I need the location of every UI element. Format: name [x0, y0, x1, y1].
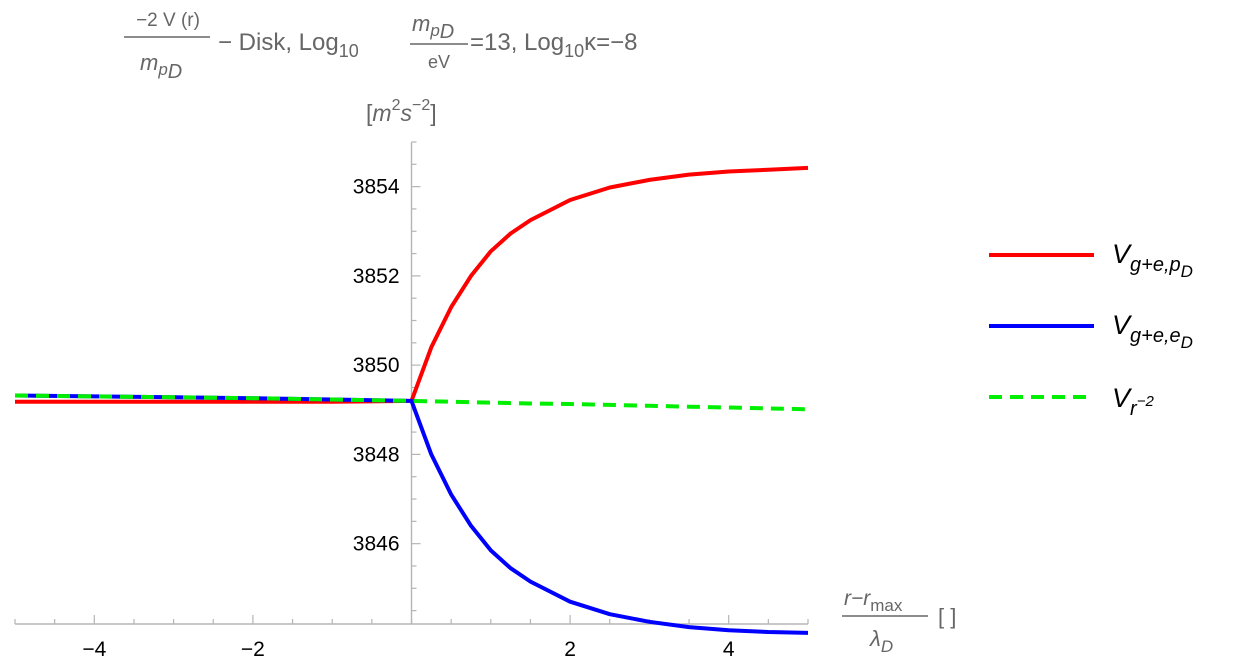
title-rest: =13, Log10κ=−8	[470, 29, 638, 61]
legend-item-green: Vr−2	[989, 383, 1154, 420]
xlabel-den-sub: D	[881, 637, 893, 656]
title-mass-D: D	[440, 21, 454, 43]
ylabel-s-exp: −2	[412, 97, 430, 114]
legend-red-main: V	[1112, 239, 1133, 269]
y-axis-label: [m2s−2]	[366, 97, 437, 126]
legend-label-green: Vr−2	[1112, 383, 1154, 420]
xlabel-den-main: λ	[869, 626, 881, 651]
legend-blue-subsub: D	[1181, 333, 1193, 352]
xlabel-num-main: r−r	[844, 587, 871, 610]
ylabel-m: m	[372, 100, 391, 126]
ylabel-close: ]	[430, 100, 436, 126]
y-tick-label: 3852	[353, 265, 400, 288]
title-mass-m: m	[412, 11, 430, 36]
y-tick-label: 3848	[353, 443, 400, 466]
title-kappa: κ=−8	[584, 29, 637, 56]
xlabel-denominator: λD	[869, 626, 893, 656]
x-axis-label: r−rmax λD [ ]	[842, 587, 956, 656]
y-tick-label: 3846	[353, 533, 400, 556]
series-line-green-dashed	[14, 393, 809, 412]
plot-series	[14, 165, 809, 635]
ylabel-open: [	[366, 100, 373, 126]
legend-blue-sub: g+e,e	[1130, 325, 1181, 347]
ylabel-s: s	[400, 100, 412, 126]
legend-label-red: Vg+e,pD	[1112, 239, 1193, 281]
axis-tick-labels: −4 −2 2 4 3846 3848 3850 3852 3854	[82, 176, 735, 661]
legend-green-sub-exp: −2	[1137, 393, 1155, 410]
y-tick-label: 3850	[353, 354, 400, 377]
title-mid-text: − Disk, Log	[218, 29, 339, 56]
legend-label-blue: Vg+e,eD	[1112, 310, 1193, 352]
title-after-mass: =13, Log	[470, 29, 564, 56]
x-tick-label: 2	[564, 638, 576, 661]
title-mass-numerator: mpD	[412, 11, 454, 43]
x-tick-label: 4	[723, 638, 735, 661]
legend-green-sub: r	[1130, 398, 1138, 420]
title-mass-p: p	[429, 21, 439, 40]
legend-red-subsub: D	[1181, 262, 1193, 281]
title-log-sub-1: 10	[339, 41, 359, 61]
y-tick-label: 3854	[353, 176, 400, 199]
title-denominator-m: m	[140, 50, 158, 75]
legend-red-sub: g+e,p	[1130, 254, 1181, 276]
title-fraction-denominator: mpD	[140, 50, 182, 83]
title-denominator-D: D	[168, 61, 182, 83]
ylabel-m-exp: 2	[392, 97, 401, 114]
legend: Vg+e,pD Vg+e,eD Vr−2	[989, 239, 1193, 420]
title-fraction-numerator: −2 V (r)	[136, 10, 200, 31]
title-main-text: − Disk, Log10	[218, 29, 359, 61]
legend-green-main: V	[1112, 383, 1133, 413]
xlabel-suffix: [ ]	[938, 604, 956, 629]
x-tick-label: −2	[241, 638, 265, 661]
title-log-sub-2: 10	[564, 41, 584, 61]
title-mass-denominator: eV	[428, 52, 450, 72]
legend-blue-main: V	[1112, 310, 1133, 340]
title-denominator-p: p	[157, 60, 167, 79]
xlabel-num-sub: max	[870, 596, 903, 615]
chart-title: −2 V (r) mpD − Disk, Log10 mpD eV =13, L…	[124, 10, 638, 83]
xlabel-numerator: r−rmax	[844, 587, 903, 615]
legend-item-red: Vg+e,pD	[989, 239, 1193, 281]
legend-item-blue: Vg+e,eD	[989, 310, 1193, 352]
series-line-red	[15, 165, 809, 404]
axis-ticks	[14, 141, 809, 624]
x-tick-label: −4	[82, 638, 106, 661]
